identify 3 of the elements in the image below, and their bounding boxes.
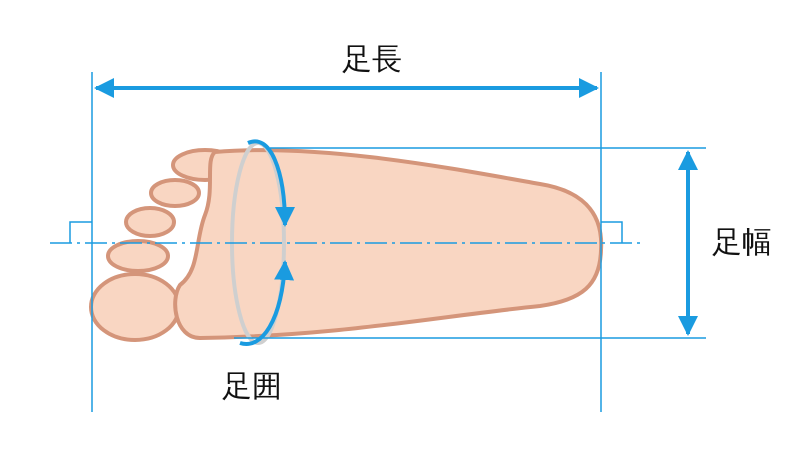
dimension-label: 足幅 (712, 228, 772, 258)
dimension-label: 足囲 (222, 372, 282, 402)
dimension-label: 足長 (342, 45, 402, 75)
